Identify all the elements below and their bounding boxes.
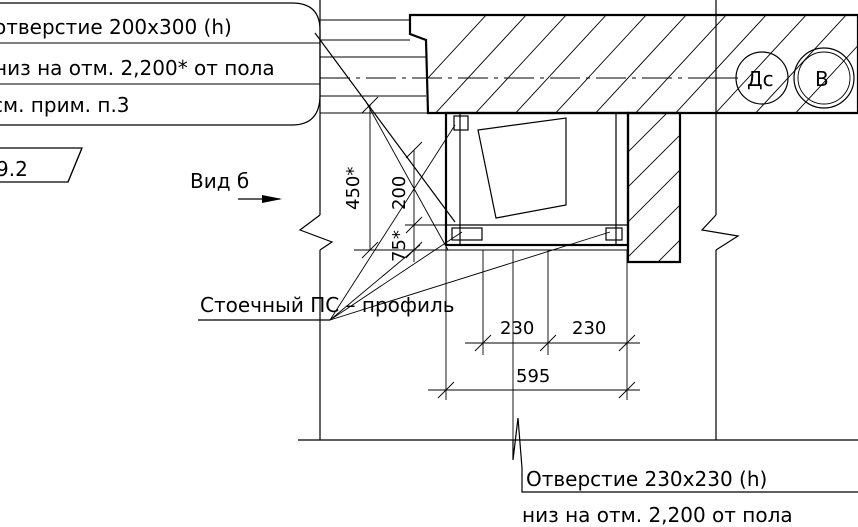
axis-mark-dc: Дс [747,67,774,91]
dim-200: 200 [389,176,410,210]
dim-450: 450* [343,167,364,210]
axis-marks: Дс В [716,47,855,109]
reference-tag-text: 9.2 [0,157,28,181]
dim-595: 595 [516,366,550,387]
concrete-column [626,111,682,264]
dimension-vertical-450: 450* [343,96,446,259]
leader-line-top [364,99,449,251]
callout-top-line1: отверстие 200x300 (h) [0,15,232,39]
callout-bottom: Отверстие 230x230 (h) низ на отм. 2,200 … [512,417,858,527]
reference-tag: 9.2 [0,147,83,183]
profile-label: Стоечный ПС – профиль [200,293,455,317]
profile-label-group: Стоечный ПС – профиль [198,124,611,321]
section-line [314,32,456,223]
left-wall [298,0,858,441]
callout-top: отверстие 200x300 (h) низ на отм. 2,200*… [0,2,321,126]
view-label: Вид б [190,169,249,193]
axis-mark-b: В [815,67,829,91]
callout-top-line2: низ на отм. 2,200* от пола [0,56,275,80]
axis-circle-b [793,47,855,109]
dimension-horizontal: 230 230 595 [428,250,640,440]
callout-bottom-line2: низ на отм. 2,200 от пола [522,503,793,527]
duct-box [444,111,630,255]
axis-circle-dc [735,51,789,105]
callout-top-line3: см. прим. п.3 [0,93,130,117]
dim-230a: 230 [500,318,534,339]
callout-bottom-line1: Отверстие 230x230 (h) [526,467,767,491]
dim-230b: 230 [572,318,606,339]
view-label-group: Вид б [190,169,282,203]
right-wall [700,0,740,440]
concrete-slab [408,13,858,115]
dim-75: 75* [389,230,410,262]
dimension-vertical-200: 200 75* [389,141,446,262]
view-arrow [262,195,282,203]
